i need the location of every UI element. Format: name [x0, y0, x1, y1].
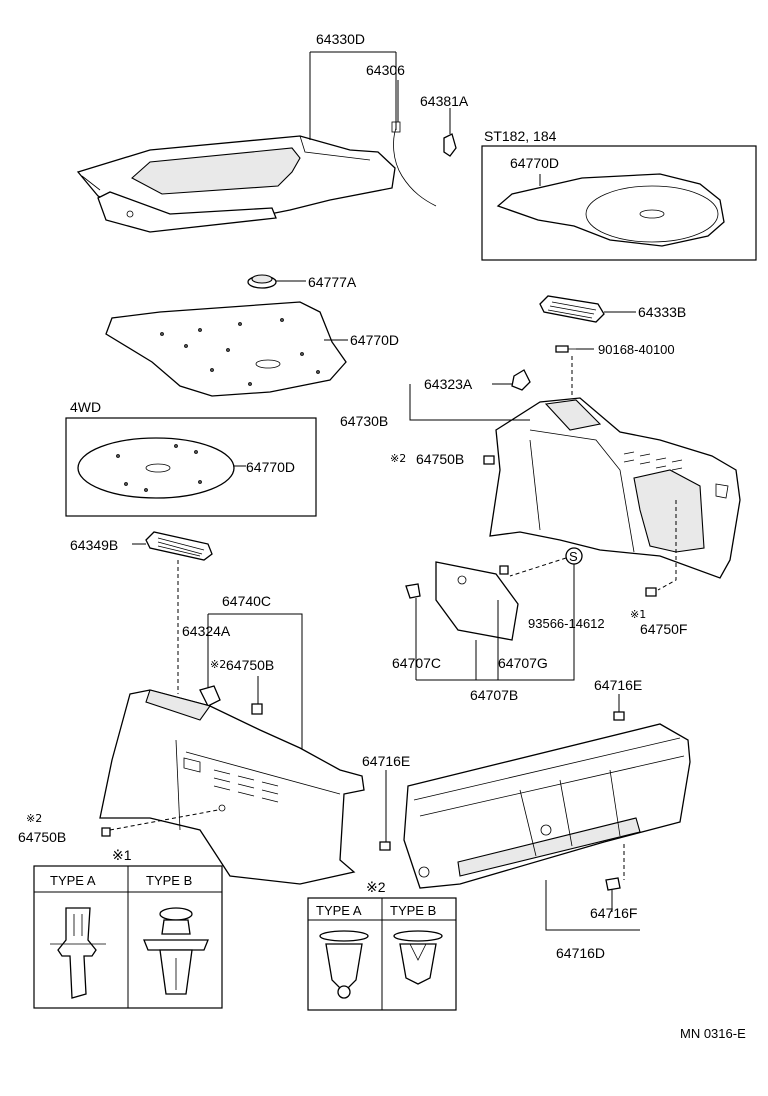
- legend2-mark: ※2: [366, 879, 386, 895]
- clip-64716E-top: [613, 694, 625, 721]
- label-64750B-left: 64750B: [18, 829, 66, 845]
- quarter-trim-left: [99, 689, 365, 885]
- st-variant-box: [481, 145, 757, 261]
- label-64770D-4wd: 64770D: [246, 459, 295, 475]
- s-marker: S: [416, 547, 583, 681]
- clip-64716F: [605, 844, 625, 912]
- clip-64750F: [645, 500, 677, 597]
- label-64306: 64306: [366, 62, 405, 78]
- legend2-type-b: TYPE B: [390, 903, 436, 918]
- vent-64333B: [539, 295, 636, 323]
- cover-64707G: [435, 561, 519, 641]
- quarter-trim-right: [489, 397, 741, 579]
- clip-64381A: [443, 108, 457, 157]
- label-64750B-mid: 64750B: [226, 657, 274, 673]
- cable-64306: [391, 80, 437, 207]
- label-64716F: 64716F: [590, 905, 637, 921]
- legend2-type-a: TYPE A: [316, 903, 362, 918]
- clip-64750B-right: [483, 455, 495, 465]
- label-64777A: 64777A: [308, 274, 357, 290]
- label-64707C: 64707C: [392, 655, 441, 671]
- label-90168-40100: 90168-40100: [598, 342, 675, 357]
- st-variant-label: ST182, 184: [484, 128, 557, 144]
- fourwd-box: [65, 417, 317, 517]
- lead-64740C: [207, 613, 303, 760]
- lead-64330D: [309, 51, 397, 140]
- legend1-type-b: TYPE B: [146, 873, 192, 888]
- label-93566-14612: 93566-14612: [528, 616, 605, 631]
- vent-64349B: [132, 531, 213, 694]
- knob-64707C: [405, 583, 421, 599]
- clip-64324A: [199, 685, 221, 707]
- legend1-mark: ※1: [112, 847, 132, 863]
- label-64323A: 64323A: [424, 376, 473, 392]
- label-64324A: 64324A: [182, 623, 231, 639]
- label-64707G: 64707G: [498, 655, 548, 671]
- label-64381A: 64381A: [420, 93, 469, 109]
- label-64750F: 64750F: [640, 621, 687, 637]
- label-64750B-right: 64750B: [416, 451, 464, 467]
- label-64770D-main: 64770D: [350, 332, 399, 348]
- label-64716E-top: 64716E: [594, 677, 642, 693]
- clip-64323A: [409, 369, 531, 421]
- floor-mat-4wd: [77, 437, 246, 499]
- label-64716D: 64716D: [556, 945, 605, 961]
- label-64330D: 64330D: [316, 31, 365, 47]
- note2-right: ※2: [390, 452, 406, 465]
- lead-64716D: [545, 880, 640, 931]
- fourwd-label: 4WD: [70, 399, 101, 415]
- screw-90168: [555, 345, 594, 396]
- note2-mid: ※2: [210, 658, 226, 671]
- diagram-code: MN 0316-E: [680, 1026, 746, 1041]
- grommet-64777A: [247, 274, 306, 289]
- legend1-table: [33, 865, 223, 1009]
- clip-64716E-left: [379, 770, 391, 851]
- label-64333B: 64333B: [638, 304, 686, 320]
- rear-panel-trim: [403, 723, 691, 889]
- label-64707B: 64707B: [470, 687, 518, 703]
- label-64716E-left: 64716E: [362, 753, 410, 769]
- label-64740C: 64740C: [222, 593, 271, 609]
- package-tray-trim: [76, 135, 396, 233]
- lead-64707: [415, 598, 499, 680]
- legend2-table: [307, 897, 457, 1011]
- legend1-type-a: TYPE A: [50, 873, 96, 888]
- clip-64750B-left: [101, 809, 219, 837]
- note1-right: ※1: [630, 608, 646, 621]
- note2-left: ※2: [26, 812, 42, 825]
- label-64349B: 64349B: [70, 537, 118, 553]
- label-64770D-st: 64770D: [510, 155, 559, 171]
- clip-64750B-mid: [251, 676, 263, 715]
- svg-text:S: S: [569, 549, 578, 564]
- label-64730B: 64730B: [340, 413, 388, 429]
- floor-mat-st: [496, 173, 725, 247]
- floor-mat-main: [105, 301, 348, 397]
